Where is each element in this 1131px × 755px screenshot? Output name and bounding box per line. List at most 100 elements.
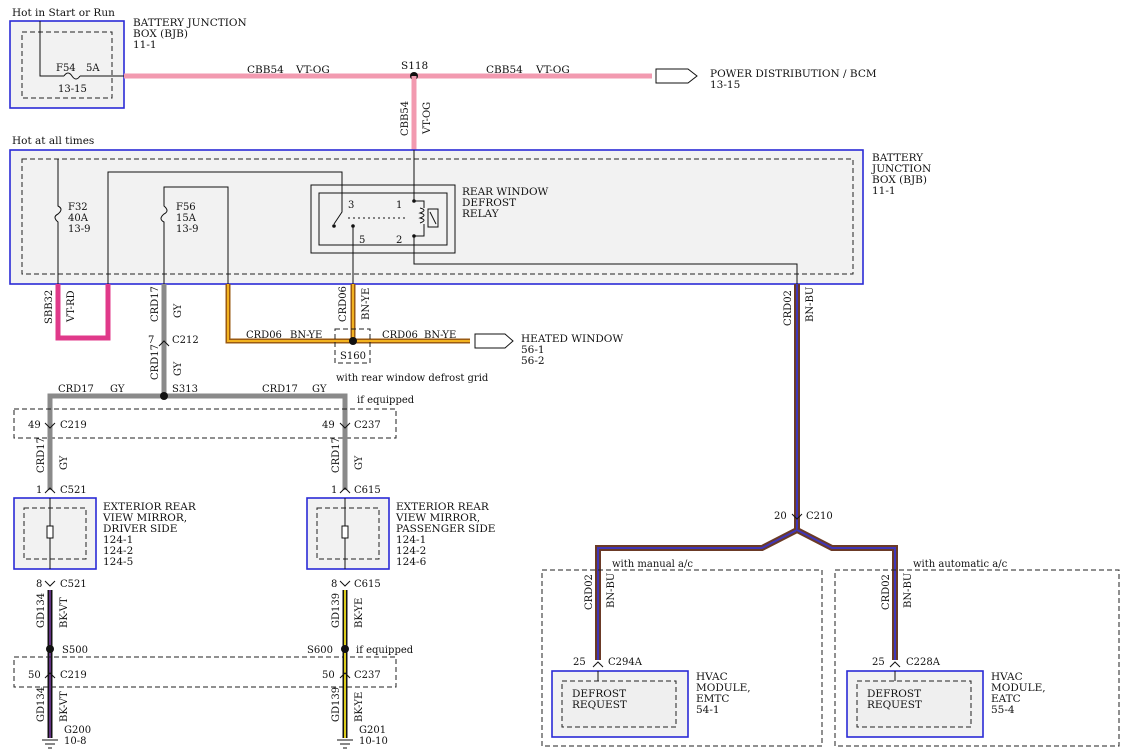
- s500-splice: [46, 645, 54, 653]
- c219-pin: 49: [28, 420, 41, 431]
- hvac-emtc-ref: 54-1: [696, 704, 720, 716]
- crd17-h1-label: CRD17: [58, 384, 94, 395]
- c521-top-pin: 1: [36, 485, 42, 496]
- cbb54-vert-color: VT-OG: [422, 102, 433, 135]
- c294a-pin: 25: [573, 657, 586, 668]
- f56-label: F56: [176, 202, 196, 213]
- heated-window-ref-1: 56-1: [521, 344, 545, 356]
- c521-top-connector-icon: [44, 487, 56, 494]
- relay-inner-box: [318, 192, 448, 246]
- mirror-driver-ref-2: 124-2: [103, 545, 133, 557]
- mirror-driver-ref-1: 124-1: [103, 534, 133, 546]
- c219b-label: C219: [60, 670, 87, 681]
- mirror-driver-ref-3: 124-5: [103, 556, 133, 568]
- c219b-connector-icon: [44, 672, 56, 679]
- crd06-h2-color: BN-YE: [424, 330, 456, 341]
- bjb-main-title-3: BOX (BJB): [872, 174, 927, 186]
- heated-window-label: HEATED WINDOW: [521, 333, 623, 345]
- gy-left-label: GY: [59, 455, 70, 470]
- relay-coil-icon: [418, 207, 425, 224]
- hvac-eatc-title-3: EATC: [991, 693, 1021, 705]
- crd17-left-label: CRD17: [36, 437, 47, 473]
- mirror-driver-title-3: DRIVER SIDE: [103, 523, 177, 535]
- c219b-c237b-box: [13, 656, 397, 688]
- bjb-main-inner: [21, 158, 854, 275]
- gd139-label-2: GD139: [331, 687, 342, 722]
- c228a-pin: 25: [872, 657, 885, 668]
- relay-switch-icon: [333, 204, 343, 225]
- s500-label: S500: [62, 645, 88, 656]
- mirror-driver-title-2: VIEW MIRROR,: [102, 512, 187, 524]
- defrost-request-eatc: [856, 680, 972, 728]
- c219-label: C219: [60, 420, 87, 431]
- c212-label: C212: [172, 335, 199, 346]
- sbb32-label: SBB32: [44, 290, 55, 324]
- sbb32-color: VT-RD: [66, 290, 77, 323]
- c210-pin: 20: [774, 511, 787, 522]
- gd139-color-1: BK-YE: [354, 598, 365, 628]
- hot-all-times-label: Hot at all times: [12, 135, 94, 147]
- hvac-emtc-title-2: MODULE,: [696, 682, 751, 694]
- relay-outer-box: [310, 184, 456, 254]
- bjb-top-inner: [21, 31, 113, 99]
- if-equipped-1: if equipped: [357, 395, 415, 406]
- c521-bot-label: C521: [60, 579, 87, 590]
- gd134-label-1: GD134: [36, 593, 47, 628]
- crd17-h2-label: CRD17: [262, 384, 298, 395]
- bnbu-auto-label: BN-BU: [903, 573, 914, 608]
- f56-ref: 13-9: [176, 224, 198, 235]
- c615-bot-connector-icon: [339, 580, 351, 587]
- c615-bot-pin: 8: [331, 579, 337, 590]
- gd134-color-2: BK-VT: [59, 691, 70, 722]
- mirror-passenger-title-2: VIEW MIRROR,: [395, 512, 480, 524]
- f54-label: F54: [56, 63, 76, 74]
- gd139-color-2: BK-YE: [354, 692, 365, 722]
- if-equipped-2: if equipped: [356, 645, 414, 656]
- s313-label: S313: [172, 384, 198, 395]
- relay-title-1: REAR WINDOW: [462, 186, 549, 198]
- mirror-driver-box: [13, 497, 97, 570]
- crd06-h2-label: CRD06: [382, 330, 418, 341]
- f32-amp: 40A: [68, 213, 89, 224]
- bjb-top-title-1: BATTERY JUNCTION: [133, 17, 247, 29]
- g200-ground-icon: [42, 739, 58, 749]
- c521-bot-connector-icon: [44, 580, 56, 587]
- c237b-connector-icon: [339, 672, 351, 679]
- crd17-h2-color: GY: [312, 384, 327, 395]
- crd06-h1-label: CRD06: [246, 330, 282, 341]
- auto-ac-region: [834, 569, 1120, 747]
- bnbu-manual-label: BN-BU: [606, 573, 617, 608]
- gd134-label-2: GD134: [36, 687, 47, 722]
- crd02-manual-label: CRD02: [584, 574, 595, 610]
- s600-label: S600: [307, 645, 333, 656]
- bjb-top-box: [9, 20, 125, 109]
- g201-ground-icon: [337, 739, 353, 749]
- c615-top-label: C615: [354, 485, 381, 496]
- relay-pin-2: 2: [396, 235, 402, 246]
- gy-right-label: GY: [354, 455, 365, 470]
- s313-splice: [160, 392, 168, 400]
- relay-pin-3: 3: [348, 200, 354, 211]
- f54-feed-wire: [39, 21, 64, 77]
- hvac-emtc-title-1: HVAC: [696, 671, 728, 683]
- defrost-request-eatc-2: REQUEST: [867, 699, 922, 711]
- crd02-label: CRD02: [783, 290, 794, 326]
- heated-window-ref-2: 56-2: [521, 355, 545, 367]
- hvac-eatc-title-1: HVAC: [991, 671, 1023, 683]
- mirror-driver-inner: [23, 507, 87, 560]
- sbb32-wire: [55, 284, 111, 341]
- s160-dashed-box: [334, 328, 371, 364]
- cbb54-right-label: CBB54: [486, 64, 523, 76]
- c219-connector-icon: [44, 422, 56, 429]
- gy-label-1: GY: [173, 303, 184, 318]
- crd02-wire-manual: [595, 284, 800, 660]
- hvac-emtc-title-3: EMTC: [696, 693, 729, 705]
- hvac-eatc-ref: 55-4: [991, 704, 1015, 716]
- mirror-passenger-ref-2: 124-2: [396, 545, 426, 557]
- c521-bot-pin: 8: [36, 579, 42, 590]
- c615-top-pin: 1: [331, 485, 337, 496]
- defrost-request-emtc-2: REQUEST: [572, 699, 627, 711]
- s160-splice: [349, 337, 357, 345]
- f32-ref: 13-9: [68, 224, 90, 235]
